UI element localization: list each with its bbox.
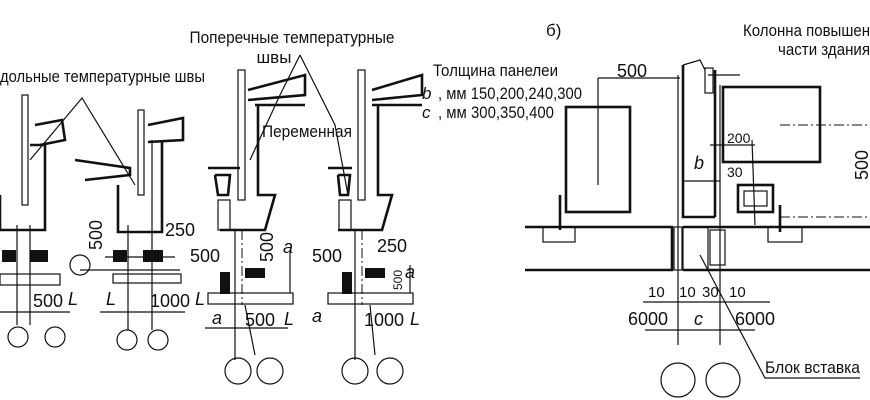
dim-10-b: 10	[679, 284, 696, 301]
dim-500-l: 500	[33, 291, 63, 311]
panel-c-values: , мм 300,350,400	[438, 103, 554, 122]
panel-c-symbol: c	[422, 103, 431, 122]
longitudinal-joint-section-1	[0, 94, 70, 325]
dim-a-1: a	[283, 237, 293, 257]
dim-a-4: a	[312, 306, 322, 326]
dim-500-l-2: 500	[245, 310, 275, 330]
longitudinal-joints-label: дольные температурные швы	[0, 67, 205, 86]
dim-250-1: 250	[165, 220, 195, 240]
dim-1000-l-2: 1000	[364, 310, 404, 330]
dim-b: b	[694, 153, 704, 173]
dim-250-2: 250	[377, 236, 407, 256]
dim-l-3: L	[195, 289, 205, 309]
dim-500-vertical: 500	[852, 150, 870, 180]
dim-10-c: 10	[729, 284, 746, 301]
transverse-joint-section-1	[205, 69, 307, 360]
dim-a-2: a	[405, 262, 415, 282]
transverse-joints-label-2: швы	[257, 48, 292, 67]
dim-10-a: 10	[648, 284, 665, 301]
dim-500-h2: 500	[312, 246, 342, 266]
dim-l-4: L	[284, 309, 294, 329]
dim-30: 30	[702, 284, 719, 301]
column-label-2: части здания	[778, 40, 870, 59]
dim-c: c	[694, 309, 703, 329]
dim-a-3: a	[212, 308, 222, 328]
panel-thickness-title: Толщина панелеи	[433, 61, 558, 80]
transverse-joint-section-2	[327, 69, 424, 360]
dim-500-v3: 500	[391, 270, 405, 290]
dim-l-2: L	[106, 289, 116, 309]
variable-label: Переменная	[262, 122, 352, 141]
dim-l-5: L	[410, 309, 420, 329]
dim-6000-left: 6000	[628, 309, 668, 329]
dim-500-v2: 500	[257, 232, 277, 262]
column-label-1: Колонна повышен	[743, 21, 870, 40]
panel-b-symbol: b	[422, 84, 431, 103]
dim-500-top: 500	[617, 61, 647, 81]
insert-block-label: Блок вставка	[765, 358, 860, 377]
dim-l-1: L	[68, 289, 78, 309]
axis-markers-right	[660, 362, 741, 398]
dim-6000-right: 6000	[735, 309, 775, 329]
dim-500-v1: 500	[86, 220, 106, 250]
transverse-joints-label: Поперечные температурные	[190, 28, 395, 47]
longitudinal-joint-section-2	[74, 109, 185, 330]
expansion-joint-plan	[525, 59, 870, 379]
axis-markers-left	[7, 254, 404, 385]
dim-200: 200	[727, 130, 751, 146]
dim-500-h1: 500	[190, 246, 220, 266]
dim-30-top: 30	[727, 164, 743, 180]
part-b-label: б)	[546, 21, 561, 40]
dim-1000-l: 1000	[150, 291, 190, 311]
panel-b-values: , мм 150,200,240,300	[438, 84, 582, 103]
